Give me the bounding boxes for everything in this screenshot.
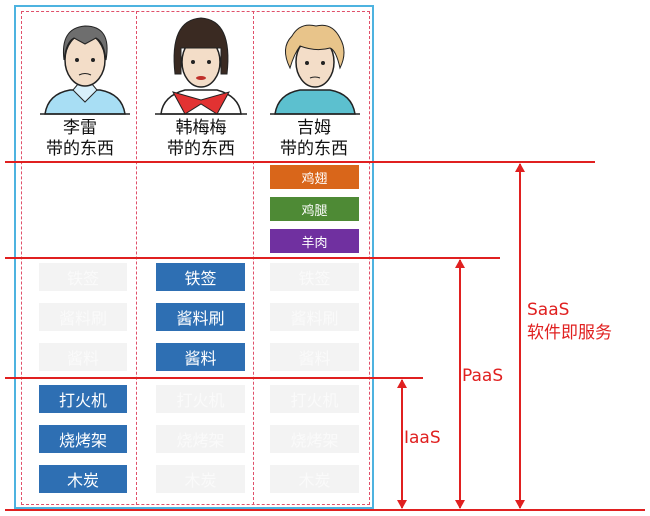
saas-range-arrow [519, 164, 521, 508]
item-charcoal: 木炭 [39, 465, 127, 493]
base-line [5, 509, 645, 511]
arrow-down-icon [397, 500, 407, 509]
paas-range-arrow [459, 260, 461, 508]
item-lighter: 打火机 [39, 385, 127, 413]
item-sauce-brush-faded: 酱料刷 [270, 303, 359, 331]
iaas-boundary-line [5, 377, 423, 379]
arrow-up-icon [397, 379, 407, 388]
item-sauce-faded: 酱料 [270, 343, 359, 371]
item-skewers-faded: 铁签 [270, 263, 359, 291]
avatar-jim [270, 24, 360, 115]
saas-label: SaaS [527, 299, 570, 321]
avatar-li-lei [40, 25, 130, 115]
item-drumsticks: 鸡腿 [270, 197, 359, 221]
person-name: 韩梅梅 [175, 118, 227, 138]
item-sauce-brush-faded: 酱料刷 [39, 303, 127, 331]
person-name: 吉姆 [297, 118, 331, 138]
item-grill-rack: 烧烤架 [39, 425, 127, 453]
item-lighter-faded: 打火机 [156, 385, 245, 413]
person-caption: 带的东西 [167, 139, 235, 159]
person-name: 李雷 [63, 118, 97, 138]
item-grill-rack-faded: 烧烤架 [270, 425, 359, 453]
paas-label: PaaS [462, 365, 504, 387]
person-caption: 带的东西 [280, 139, 348, 159]
item-grill-rack-faded: 烧烤架 [156, 425, 245, 453]
item-charcoal-faded: 木炭 [156, 465, 245, 493]
item-chicken-wings: 鸡翅 [270, 165, 359, 189]
paas-boundary-line [5, 257, 500, 259]
person-label-li-lei: 李雷带的东西 [22, 118, 138, 160]
arrow-down-icon [455, 500, 465, 509]
avatar-han-meimei [155, 17, 247, 115]
arrow-down-icon [515, 500, 525, 509]
person-label-jim: 吉姆带的东西 [256, 118, 372, 160]
iaas-label: IaaS [404, 427, 441, 449]
item-lighter-faded: 打火机 [270, 385, 359, 413]
person-label-han-meimei: 韩梅梅带的东西 [143, 118, 259, 160]
item-sauce: 酱料 [156, 343, 245, 371]
item-lamb: 羊肉 [270, 229, 359, 253]
arrow-up-icon [455, 259, 465, 268]
person-caption: 带的东西 [46, 139, 114, 159]
saas-boundary-line [5, 161, 595, 163]
item-skewers: 铁签 [156, 263, 245, 291]
item-charcoal-faded: 木炭 [270, 465, 359, 493]
item-sauce-brush: 酱料刷 [156, 303, 245, 331]
arrow-up-icon [515, 163, 525, 172]
item-sauce-faded: 酱料 [39, 343, 127, 371]
saas-subtitle: 软件即服务 [527, 322, 612, 344]
item-skewers-faded: 铁签 [39, 263, 127, 291]
iaas-range-arrow [401, 380, 403, 508]
